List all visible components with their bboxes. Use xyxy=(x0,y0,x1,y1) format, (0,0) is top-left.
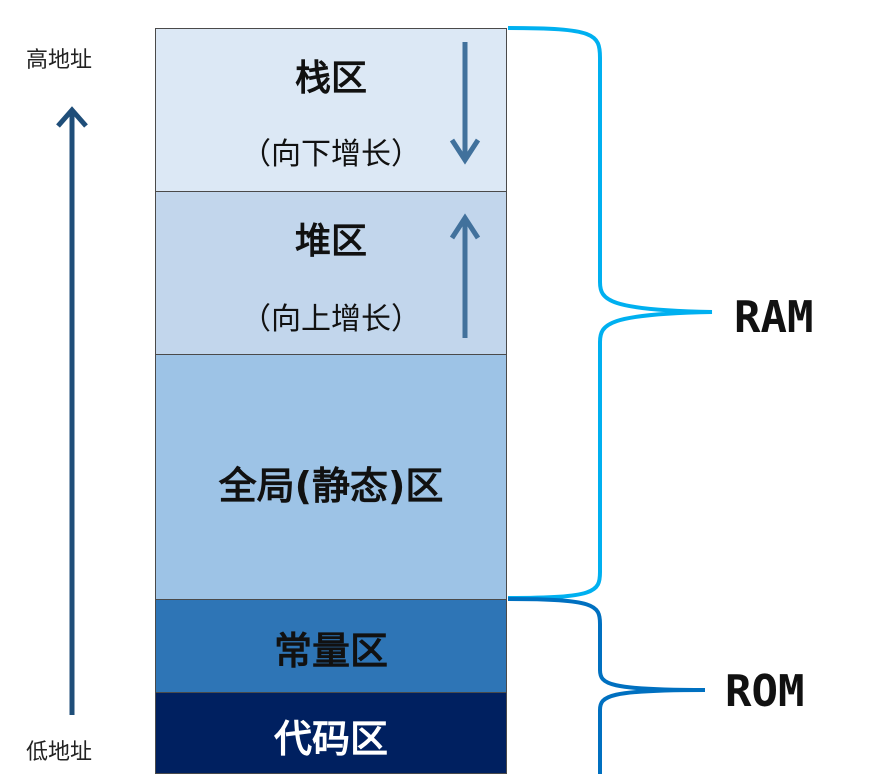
ram-brace-icon xyxy=(507,26,713,600)
address-direction-arrow-icon xyxy=(56,106,88,715)
global-static-segment: 全局(静态)区 xyxy=(155,354,507,599)
rom-brace-icon xyxy=(507,597,706,774)
global-static-label: 全局(静态)区 xyxy=(218,464,444,508)
low-address-label: 低地址 xyxy=(26,740,93,765)
stack-segment: 栈区 （向下增长） xyxy=(155,28,507,191)
heap-grows-up-arrow-icon xyxy=(449,213,481,338)
stack-growth-note: （向下增长） xyxy=(241,137,421,172)
stack-title: 栈区 xyxy=(294,58,367,99)
ram-label: RAM xyxy=(734,292,814,343)
constant-label: 常量区 xyxy=(273,629,388,673)
stack-grows-down-arrow-icon xyxy=(449,42,481,165)
code-segment: 代码区 xyxy=(155,692,507,774)
high-address-label: 高地址 xyxy=(26,48,93,73)
memory-braces xyxy=(507,26,713,774)
heap-segment: 堆区 （向上增长） xyxy=(155,191,507,354)
constant-segment: 常量区 xyxy=(155,599,507,692)
rom-label: ROM xyxy=(725,666,805,717)
heap-growth-note: （向上增长） xyxy=(241,302,421,337)
code-label: 代码区 xyxy=(273,717,388,761)
heap-title: 堆区 xyxy=(294,221,367,262)
